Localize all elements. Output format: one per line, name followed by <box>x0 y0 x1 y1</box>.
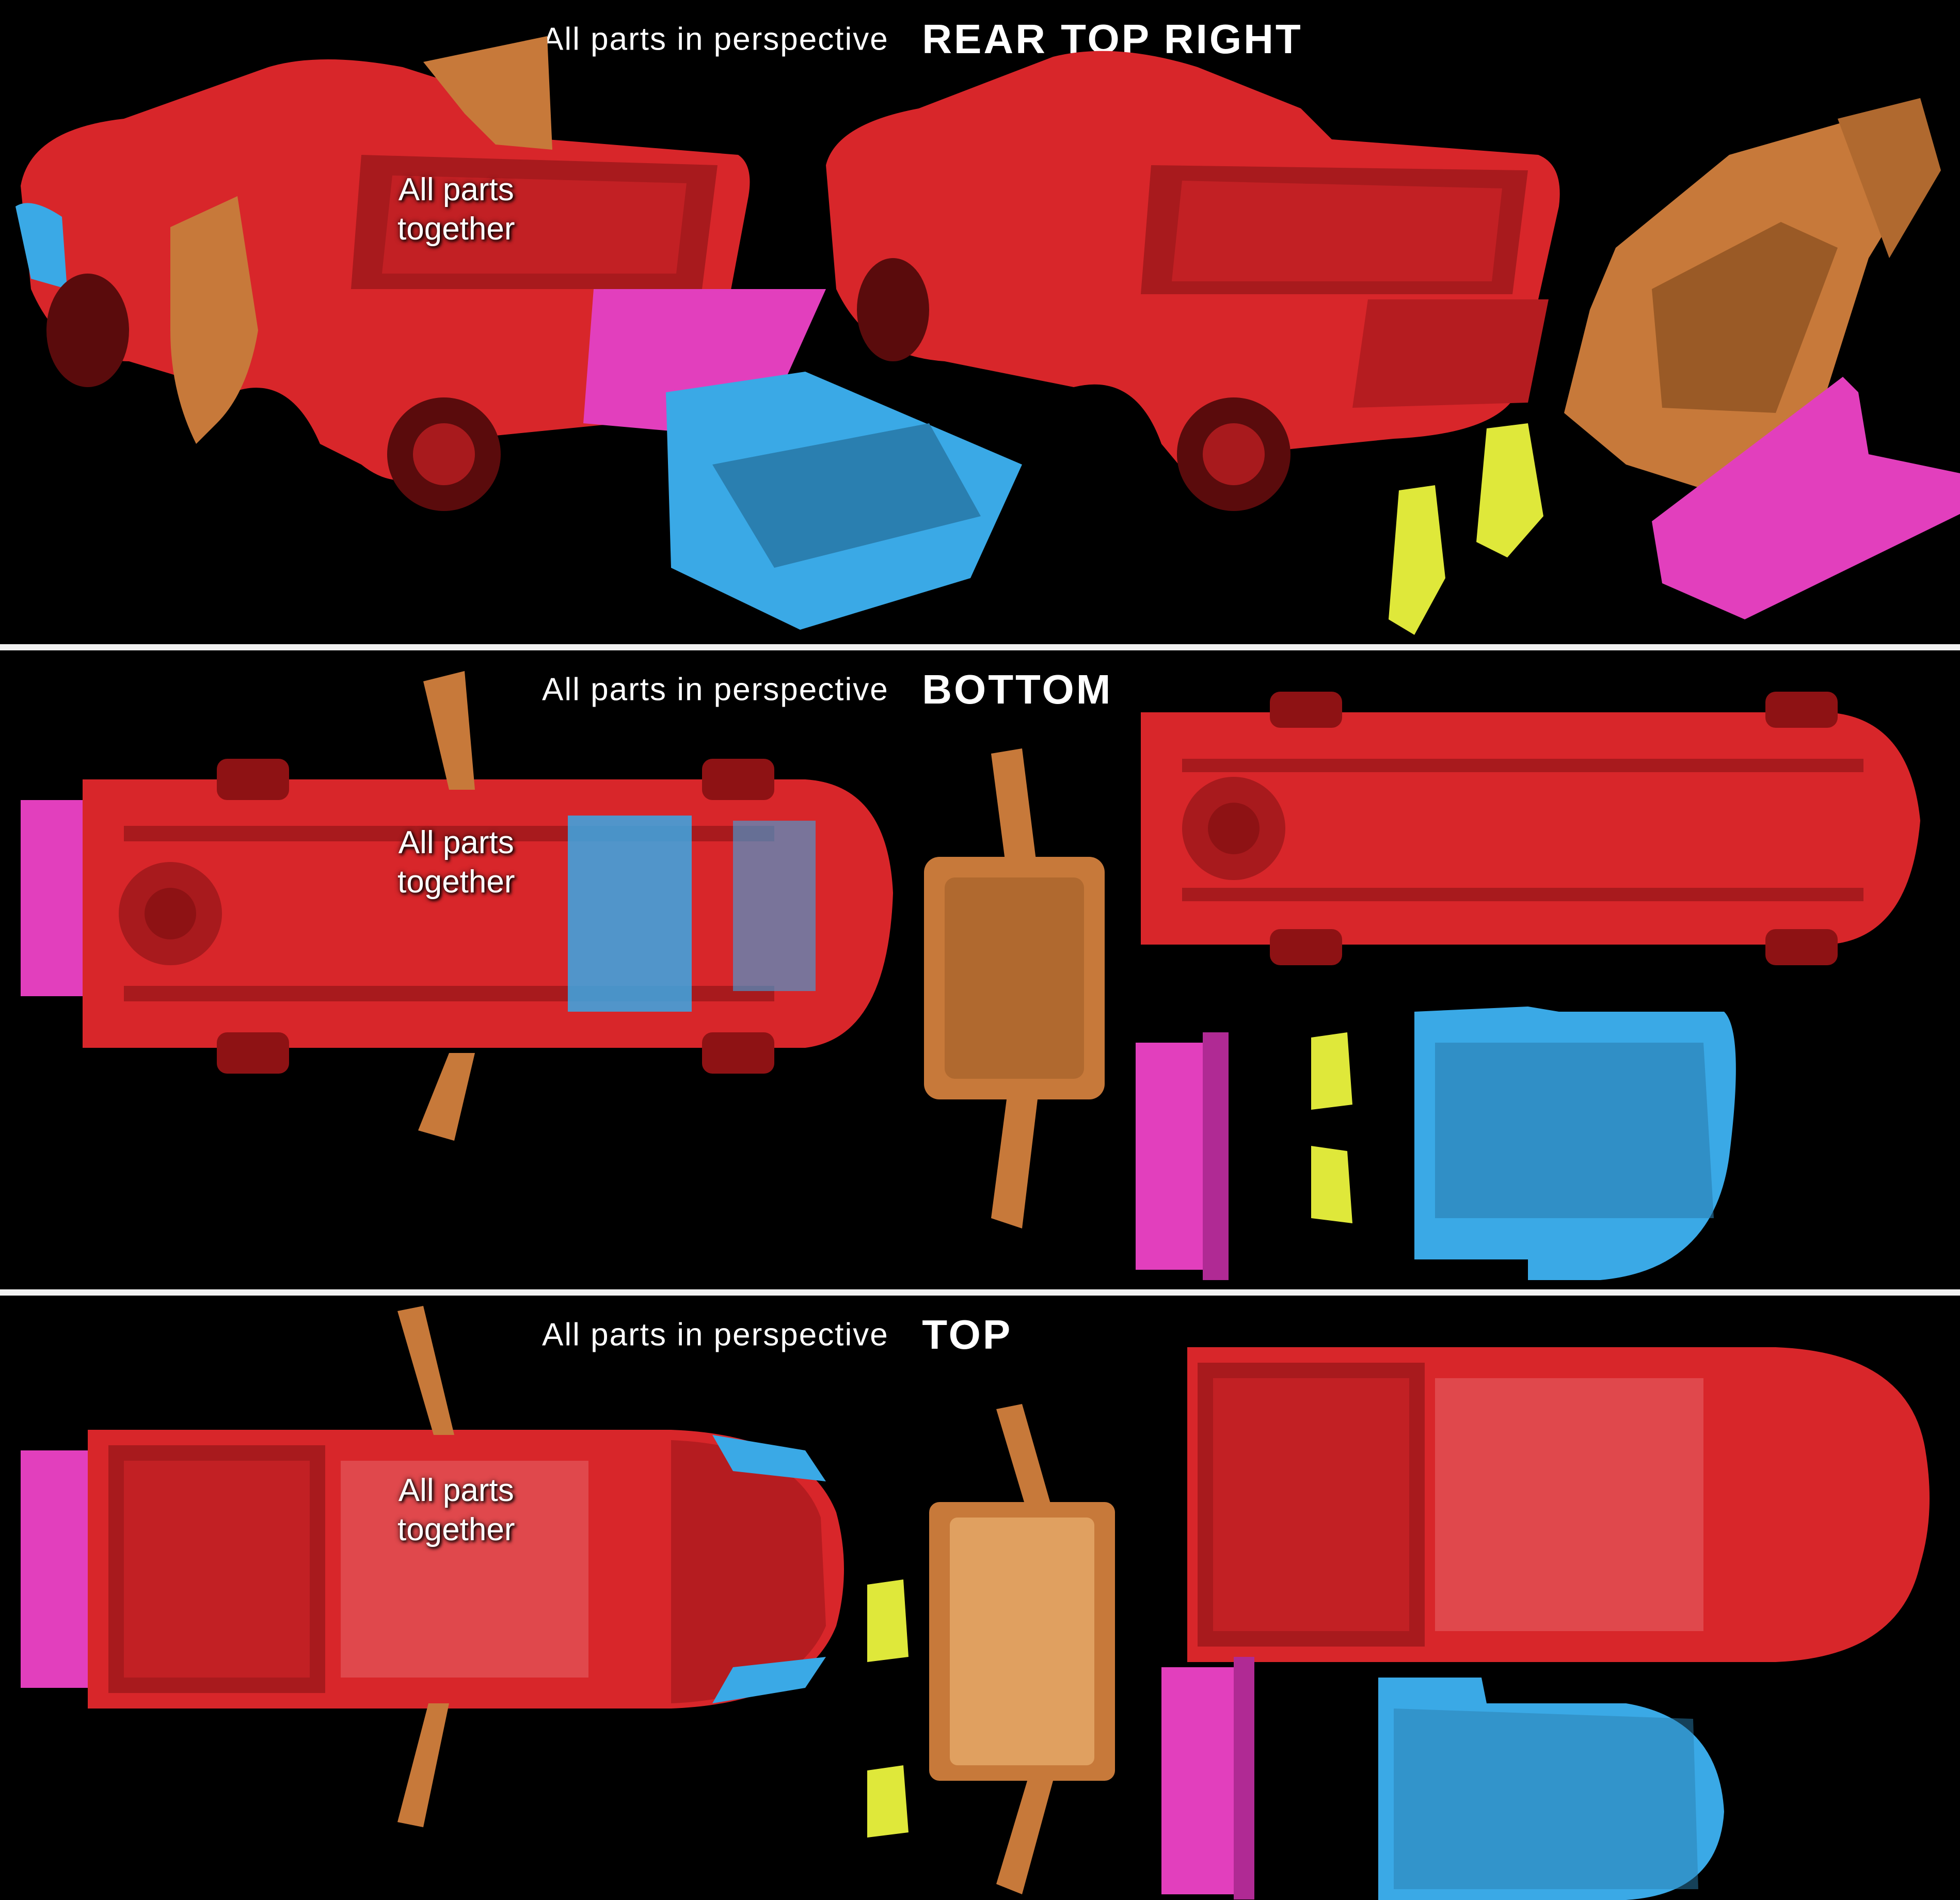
assembled-truck-top-view <box>21 1306 844 1827</box>
assembled-overlay-label: All parts together <box>397 823 515 902</box>
overlay-line-2: together <box>397 211 515 247</box>
overlay-line-2: together <box>397 1512 515 1547</box>
panel-header: All parts in perspective BOTTOM <box>542 666 1112 713</box>
chassis-top-detail <box>1394 1709 1698 1889</box>
tailgate-rear-view <box>1652 377 1960 619</box>
overlay-line-1: All parts <box>398 1473 514 1508</box>
tailgate-top-view <box>1161 1667 1244 1894</box>
panel-header: All parts in perspective TOP <box>542 1311 1012 1359</box>
panel-subtitle: All parts in perspective <box>542 1317 889 1353</box>
truck-body-rear-view <box>826 51 1560 511</box>
cabin-bottom-view <box>924 748 1105 1228</box>
seat-bottom-view-1 <box>1311 1032 1352 1110</box>
seat-top-view-2 <box>867 1765 909 1838</box>
overlay-line-2: together <box>397 864 515 900</box>
tailgate-bottom-edge <box>1203 1032 1229 1280</box>
cabin-rear-view <box>1564 98 1941 496</box>
panel-top: All parts in perspective TOP <box>0 1296 1960 1900</box>
panel-rear-top-right: All parts in perspective REAR TOP RIGHT <box>0 0 1960 644</box>
truck-body-top-view <box>1187 1347 1930 1662</box>
tailgate-top-edge <box>1234 1657 1254 1899</box>
seats-rear-view <box>1389 423 1543 635</box>
panel-header: All parts in perspective REAR TOP RIGHT <box>542 15 1303 63</box>
panel-divider-1 <box>0 644 1960 650</box>
top-view-illustration <box>21 1306 1930 1900</box>
bottom-view-illustration <box>21 671 1920 1280</box>
panel-subtitle: All parts in perspective <box>542 672 889 708</box>
rear-view-illustration <box>15 36 1960 635</box>
overlay-line-1: All parts <box>398 825 514 860</box>
assembled-overlay-label: All parts together <box>397 170 515 249</box>
seat-bottom-view-2 <box>1311 1146 1352 1223</box>
panel-view-title: TOP <box>922 1312 1013 1358</box>
panel-divider-2 <box>0 1289 1960 1296</box>
seat-top-view-1 <box>867 1579 909 1662</box>
panel-bottom: All parts in perspective BOTTOM <box>0 650 1960 1289</box>
assembled-overlay-label: All parts together <box>397 1471 515 1550</box>
overlay-line-1: All parts <box>398 172 514 207</box>
truck-body-bottom-view <box>1141 692 1920 965</box>
chassis-bottom-detail <box>1435 1043 1714 1218</box>
assembled-truck-rear-view <box>15 36 1022 630</box>
cabin-top-view <box>929 1404 1115 1894</box>
assembled-truck-bottom-view <box>21 671 893 1141</box>
panel-view-title: BOTTOM <box>922 666 1113 712</box>
panel-subtitle: All parts in perspective <box>542 21 889 57</box>
